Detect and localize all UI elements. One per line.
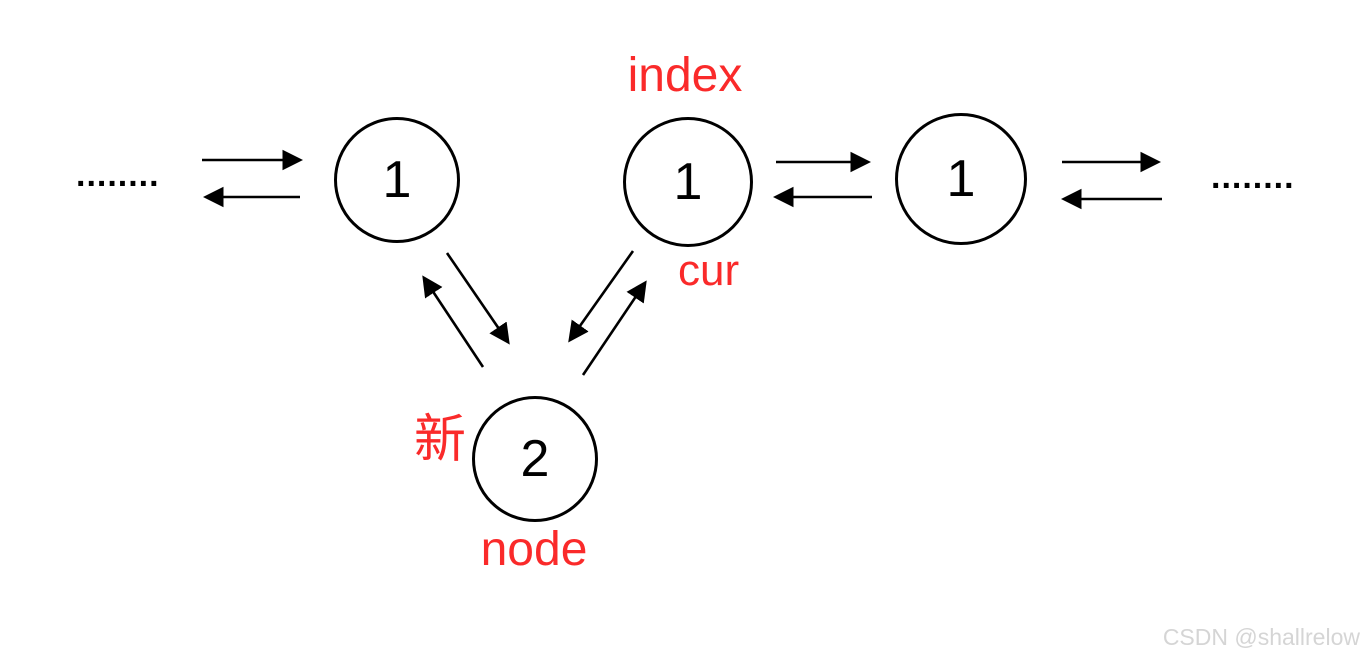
watermark: CSDN @shallrelow xyxy=(1162,624,1360,650)
arrow-newnode-to-leftnode xyxy=(422,275,485,368)
node-index: 1 xyxy=(623,117,753,247)
ellipsis-left: ........ xyxy=(76,156,160,194)
label-cur: cur xyxy=(678,246,740,295)
label-node: node xyxy=(480,523,588,576)
ellipsis-right: ........ xyxy=(1211,158,1295,196)
node-left: 1 xyxy=(334,117,460,243)
arrow-leftnode-to-newnode xyxy=(445,252,510,345)
arrow-newnode-to-indexnode xyxy=(581,280,647,376)
arrow-indexnode-to-newnode xyxy=(568,250,635,343)
node-right-value: 1 xyxy=(946,150,976,208)
node-right: 1 xyxy=(895,113,1027,245)
node-left-value: 1 xyxy=(382,151,412,209)
node-new: 2 xyxy=(472,396,598,522)
node-index-value: 1 xyxy=(673,153,703,211)
node-new-value: 2 xyxy=(520,430,550,488)
label-index: index xyxy=(627,49,743,102)
label-new-zh: 新 xyxy=(414,411,467,469)
